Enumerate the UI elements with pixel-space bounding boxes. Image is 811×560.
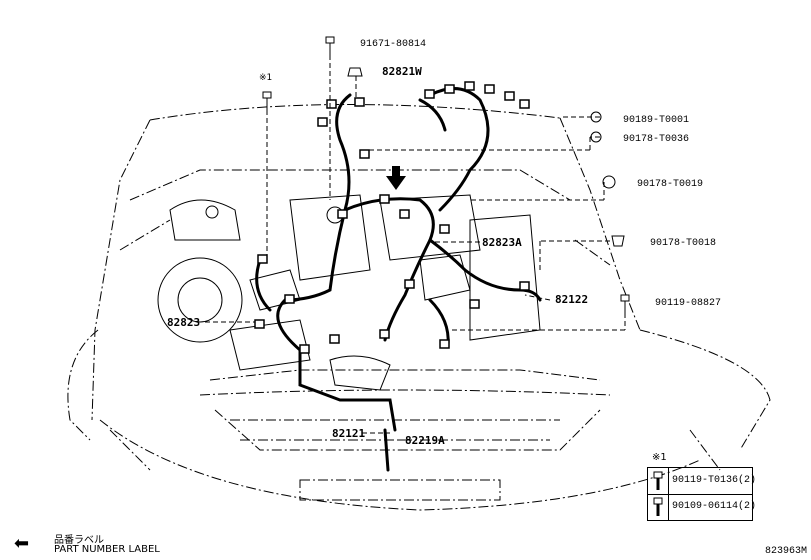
part-label-91671-80814: 91671-80814	[360, 39, 426, 50]
part-number-label-en: PART NUMBER LABEL	[54, 544, 160, 555]
part-label-90119-08827: 90119-08827	[655, 298, 721, 309]
part-label-82121: 82121	[332, 427, 365, 440]
part-number-label-arrow-icon: ⬅	[14, 533, 30, 553]
fastener-icons	[262, 36, 630, 313]
clip-icon	[347, 67, 363, 77]
bolt-icon	[325, 36, 335, 55]
legend-row: 90109-06114(2)	[648, 494, 756, 520]
clamp-icon	[611, 235, 625, 247]
legend-note-mark: ※1	[652, 452, 667, 463]
wire-harness	[255, 87, 542, 472]
part-label-90189-T0001: 90189-T0001	[623, 115, 689, 126]
legend-part-number: 90109-06114(2)	[672, 501, 757, 512]
bolt-icon	[262, 91, 272, 110]
fastener-legend: 90119-T0136(2) 90109-06114(2)	[647, 467, 756, 521]
part-number-label-jp: 品番ラベル	[54, 535, 104, 546]
clamp-icon	[602, 175, 616, 189]
part-label-90178-T0036: 90178-T0036	[623, 134, 689, 145]
bolt-icon	[648, 468, 669, 494]
figure-id: 823963M	[764, 546, 807, 557]
leader-lines	[205, 55, 626, 441]
bolt-icon	[648, 494, 669, 520]
part-label-82821W: 82821W	[382, 65, 422, 78]
part-label-82122: 82122	[555, 293, 588, 306]
bolt-icon	[620, 294, 630, 313]
note-mark: ※1	[259, 73, 272, 83]
car-body-outline	[67, 103, 771, 511]
legend-row: 90119-T0136(2)	[648, 468, 756, 495]
part-label-90178-T0018: 90178-T0018	[650, 238, 716, 249]
legend-part-number: 90119-T0136(2)	[672, 475, 757, 486]
part-label-arrow-icon	[386, 166, 406, 190]
engine-components	[157, 194, 541, 391]
part-label-82219A: 82219A	[405, 434, 445, 447]
part-label-90178-T0019: 90178-T0019	[637, 179, 703, 190]
part-label-82823A: 82823A	[482, 236, 522, 249]
part-label-82823: 82823	[167, 316, 200, 329]
